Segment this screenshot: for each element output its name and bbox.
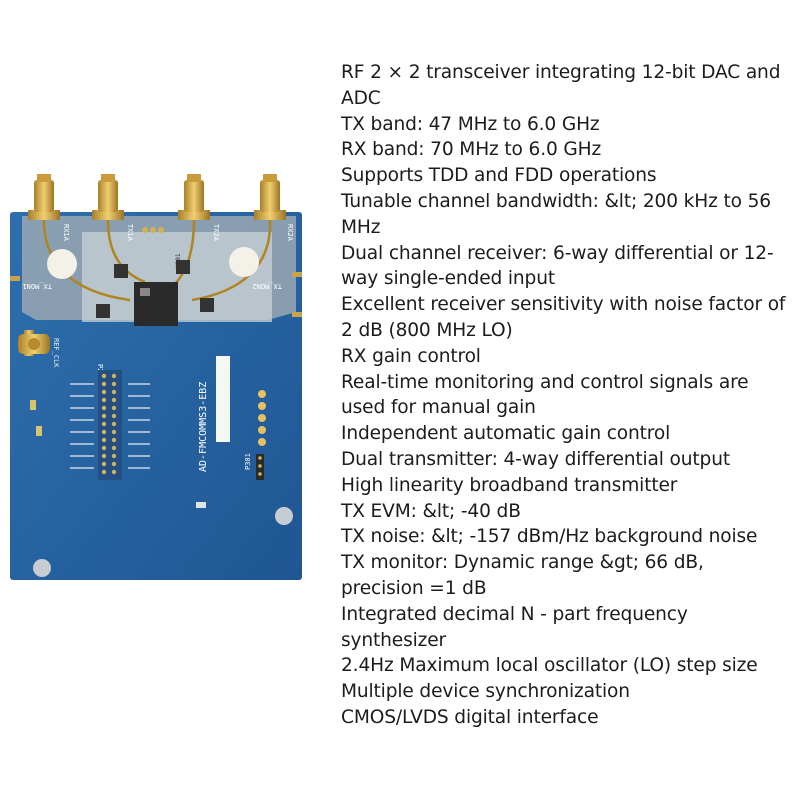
test-pin bbox=[150, 227, 156, 233]
label-u101: U101 bbox=[175, 253, 182, 268]
spec-item: Independent automatic gain control bbox=[341, 423, 671, 445]
smd-component bbox=[196, 502, 206, 508]
coax-trace bbox=[174, 219, 196, 285]
spec-item: Supports TDD and FDD operations bbox=[341, 165, 657, 187]
sma-connector-tx1a bbox=[92, 174, 124, 220]
sma-connector-rx2a bbox=[254, 174, 286, 220]
spec-item: Real-time monitoring and control signals… bbox=[341, 371, 749, 419]
spec-item: TX EVM: &lt; -40 dB bbox=[341, 500, 521, 522]
nylon-standoff bbox=[47, 249, 77, 279]
spec-list: RF 2 × 2 transceiver integrating 12-bit … bbox=[341, 60, 791, 731]
spec-item: TX noise: &lt; -157 dBm/Hz background no… bbox=[341, 526, 758, 548]
spec-item: High linearity broadband transmitter bbox=[341, 474, 678, 496]
chip-marking bbox=[140, 288, 150, 296]
connector-p202 bbox=[98, 370, 122, 480]
spec-item: RX band: 70 MHz to 6.0 GHz bbox=[341, 139, 602, 161]
balun bbox=[114, 264, 128, 278]
label-p301: P301 bbox=[244, 453, 252, 470]
edge-pad bbox=[10, 276, 20, 281]
spec-item: RF 2 × 2 transceiver integrating 12-bit … bbox=[341, 62, 781, 109]
label-tx-mon2: TX_MON2 bbox=[252, 282, 282, 290]
mounting-screw bbox=[275, 507, 293, 525]
sma-connector-rx1a bbox=[28, 174, 60, 220]
label-tx2a: TX2A bbox=[212, 224, 220, 242]
label-board-name: AD-FMCOMMS3-EBZ bbox=[198, 382, 209, 472]
label-rx1a: RX1A bbox=[62, 224, 70, 242]
test-pin bbox=[142, 227, 148, 233]
smd-component bbox=[30, 400, 36, 410]
spec-item: Tunable channel bandwidth: &lt; 200 kHz … bbox=[341, 190, 771, 238]
sma-connector-tx2a bbox=[178, 174, 210, 220]
connector-p301 bbox=[256, 454, 264, 480]
edge-pad bbox=[292, 272, 302, 277]
spec-item: RX gain control bbox=[341, 345, 481, 367]
spec-item: Excellent receiver sensitivity with nois… bbox=[341, 294, 786, 341]
test-pin bbox=[158, 227, 164, 233]
coax-trace bbox=[106, 219, 146, 284]
spec-item: Integrated decimal N - part frequency sy… bbox=[341, 603, 688, 651]
label-ref-clk: REF_CLK bbox=[52, 338, 60, 368]
label-tx1a: TX1A bbox=[126, 224, 134, 242]
spec-item: TX monitor: Dynamic range &gt; 66 dB, pr… bbox=[341, 552, 704, 599]
test-points bbox=[258, 390, 266, 446]
nylon-standoff bbox=[229, 247, 259, 277]
label-rx2a: RX2A bbox=[286, 224, 294, 242]
edge-pad bbox=[292, 312, 302, 317]
spec-item: TX band: 47 MHz to 6.0 GHz bbox=[341, 113, 600, 135]
label-strip bbox=[216, 356, 230, 442]
spec-item: 2.4Hz Maximum local oscillator (LO) step… bbox=[341, 655, 758, 677]
label-tx-mon1: TX_MON1 bbox=[22, 282, 52, 290]
balun bbox=[176, 260, 190, 274]
mounting-screw bbox=[33, 559, 51, 577]
smd-component bbox=[36, 426, 42, 436]
spec-item: CMOS/LVDS digital interface bbox=[341, 706, 599, 728]
pin-labels bbox=[70, 383, 150, 469]
spec-item: Dual transmitter: 4-way differential out… bbox=[341, 448, 730, 470]
product-photo: REF_CLK RX1A TX1A TX2A RX2A TX_MON1 TX_M… bbox=[10, 172, 310, 592]
spec-item: Dual channel receiver: 6-way differentia… bbox=[341, 242, 774, 290]
spec-item: Multiple device synchronization bbox=[341, 681, 630, 703]
sma-connector-ref-clk bbox=[18, 330, 50, 356]
balun bbox=[96, 304, 110, 318]
balun bbox=[200, 298, 214, 312]
